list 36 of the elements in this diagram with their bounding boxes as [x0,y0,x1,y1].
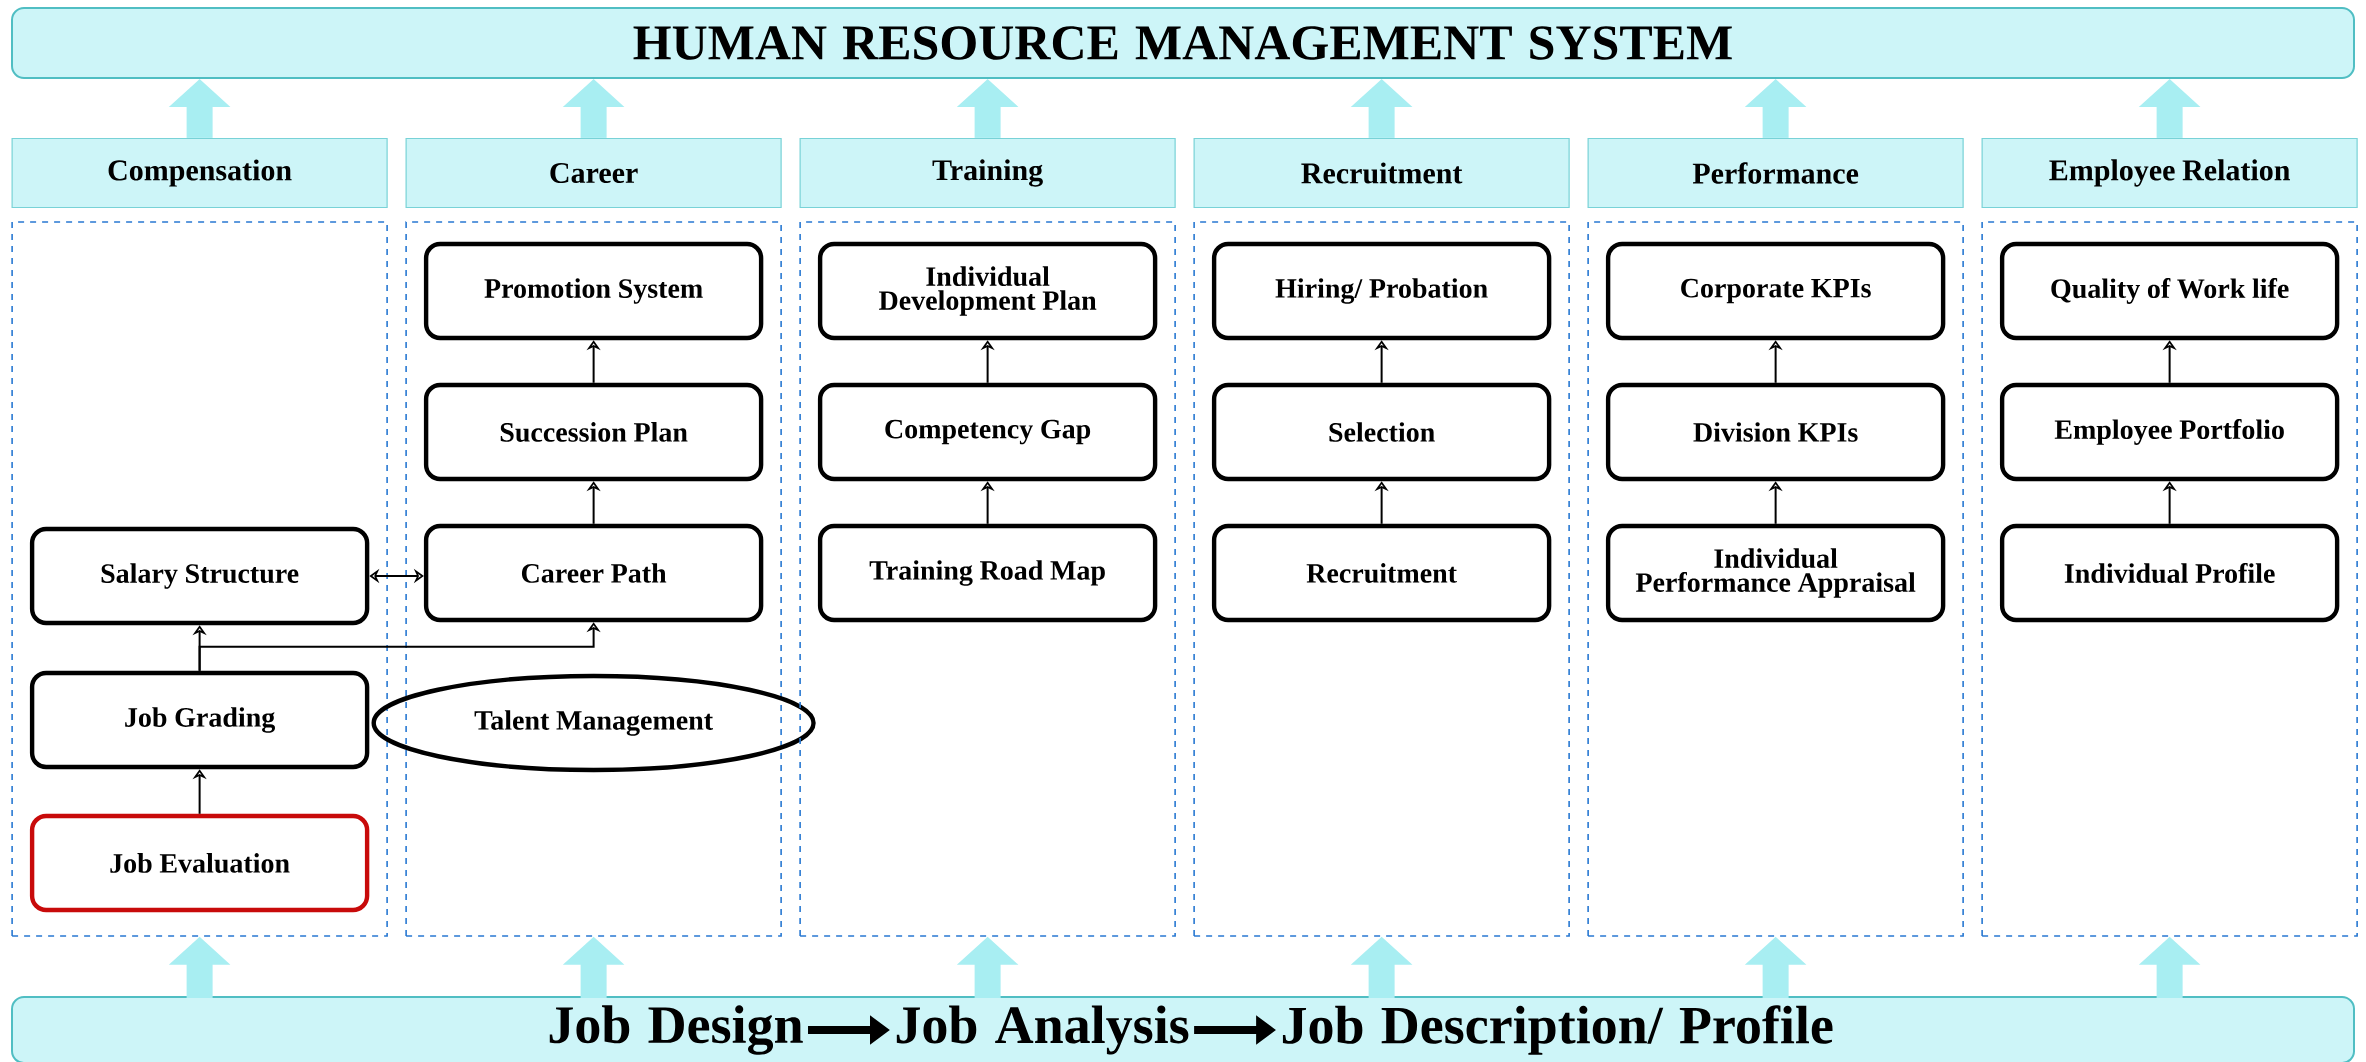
process-box: Division KPIs [1605,382,1946,482]
category-header: Career [405,137,782,209]
flow-step: Job Analysis [896,1005,1189,1055]
flow-step: Job Design [549,1005,803,1055]
process-box: Competency Gap [817,382,1158,482]
process-box: Career Path [423,523,764,623]
category-header: Compensation [11,137,388,209]
process-box: Training Road Map [817,523,1158,623]
category-header: Training [799,137,1176,209]
process-box: Succession Plan [423,382,764,482]
process-box: Recruitment [1211,523,1552,623]
arrow [369,568,424,584]
process-box: Salary Structure [29,526,370,626]
category-header: Employee Relation [1981,137,2358,209]
banner-bar [11,996,2355,1062]
flow-step: Job Description/ Profile [1282,1005,1833,1055]
process-box: Job Grading [29,670,370,770]
process-box: Individual Profile [1999,523,2340,623]
dashed-panel [405,221,782,937]
dashed-panel [799,221,1176,937]
process-box: Individual Performance Appraisal [1605,523,1946,623]
dashed-panel [1193,221,1570,937]
process-box: Job Evaluation [29,813,370,913]
process-box: Corporate KPIs [1605,241,1946,341]
banner-bar: HUMAN RESOURCE MANAGEMENT SYSTEM [11,7,2355,79]
process-box: Hiring/ Probation [1211,241,1552,341]
process-box: Employee Portfolio [1999,382,2340,482]
process-box: Selection [1211,382,1552,482]
process-box: Individual Development Plan [817,241,1158,341]
category-header: Performance [1587,137,1964,209]
dashed-panel [11,221,388,937]
dashed-panel [1587,221,1964,937]
category-header: Recruitment [1193,137,1570,209]
process-box: Promotion System [423,241,764,341]
dashed-panel [1981,221,2358,937]
process-box: Quality of Work life [1999,241,2340,341]
